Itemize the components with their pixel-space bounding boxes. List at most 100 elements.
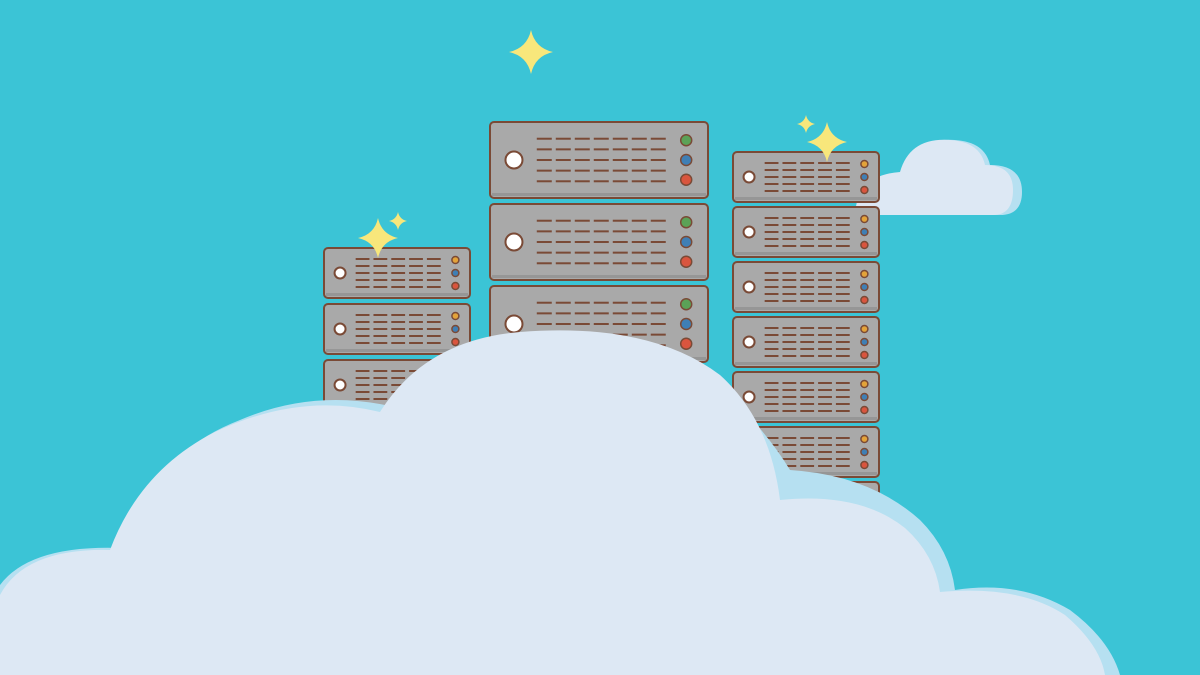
- vent-slot: [650, 333, 666, 336]
- vent-slot: [373, 265, 388, 267]
- vent-slot: [555, 323, 571, 325]
- vent-slot: [612, 262, 628, 265]
- vent-slot: [373, 391, 388, 393]
- vent-slot: [631, 241, 647, 243]
- vent-slot: [800, 279, 815, 281]
- vent-slot: [612, 148, 628, 151]
- vent-slot: [612, 230, 628, 233]
- vent-slot: [800, 238, 815, 240]
- vent-slot: [612, 333, 628, 336]
- chassis-shadow: [735, 252, 877, 255]
- vent-slot: [555, 262, 571, 265]
- status-led-icon: [860, 282, 869, 292]
- vent-slot: [835, 348, 850, 350]
- vent-slot: [574, 148, 590, 151]
- vent-slot: [631, 230, 647, 233]
- vent-slot: [574, 169, 590, 172]
- status-led-icon: [860, 434, 869, 444]
- vent-slot: [764, 245, 779, 247]
- vent-slot: [612, 312, 628, 315]
- vent-slot: [835, 465, 850, 467]
- vent-slot: [355, 377, 370, 379]
- vent-slot: [818, 238, 832, 240]
- vent-slot: [355, 272, 370, 274]
- vent-slot: [782, 293, 797, 295]
- vent-slot: [835, 169, 850, 171]
- vent-slot: [835, 231, 850, 233]
- power-button-icon: [742, 280, 756, 294]
- foreground-cloud: [0, 330, 1120, 675]
- server-unit: [732, 316, 880, 368]
- vent-slot: [409, 265, 423, 267]
- vent-slot: [391, 286, 406, 288]
- vent-slot: [355, 279, 370, 281]
- vent-slot: [764, 169, 779, 171]
- vent-slot: [391, 272, 406, 274]
- vent-slot: [818, 444, 832, 446]
- server-unit: [732, 261, 880, 313]
- vent-slot: [782, 245, 797, 247]
- vent-slot: [409, 258, 423, 260]
- chassis-shadow: [735, 197, 877, 200]
- vent-slot: [355, 258, 370, 260]
- vent-slot: [835, 396, 850, 398]
- vent-slot: [373, 370, 388, 372]
- vent-slot: [835, 382, 850, 384]
- status-led-icon: [860, 447, 869, 457]
- vent-slot: [800, 183, 815, 185]
- vent-slot: [835, 437, 850, 439]
- vent-slot: [631, 251, 647, 254]
- vent-slot: [355, 342, 370, 344]
- vent-slot: [782, 231, 797, 233]
- vent-slot: [800, 437, 815, 439]
- vent-slot: [835, 293, 850, 295]
- vent-slot: [800, 224, 815, 226]
- status-led-icon: [860, 172, 869, 182]
- vent-slot: [800, 176, 815, 178]
- vent-slot: [782, 437, 797, 439]
- vent-slot: [355, 265, 370, 267]
- vent-slot: [818, 293, 832, 295]
- vent-slot: [800, 293, 815, 295]
- vent-slot: [355, 370, 370, 372]
- vent-slot: [782, 451, 797, 453]
- vent-slot: [409, 321, 423, 323]
- vent-slot: [650, 180, 666, 183]
- chassis-shadow: [492, 193, 706, 196]
- vent-slot: [574, 251, 590, 254]
- vent-slot: [555, 301, 571, 304]
- vent-slot: [782, 327, 797, 329]
- vent-slot: [818, 169, 832, 171]
- status-led-icon: [451, 311, 460, 321]
- vent-slot: [818, 217, 832, 219]
- vent-slot: [593, 301, 609, 304]
- vent-slot: [373, 321, 388, 323]
- vent-slot: [426, 321, 441, 323]
- vent-slot: [764, 217, 779, 219]
- vent-slot: [612, 159, 628, 161]
- vent-slot: [818, 224, 832, 226]
- vent-slot: [782, 279, 797, 281]
- vent-slot: [800, 389, 815, 391]
- vent-slot: [818, 300, 832, 302]
- vent-slot: [764, 403, 779, 405]
- vent-slot: [764, 176, 779, 178]
- vent-slot: [800, 190, 815, 192]
- chassis-shadow: [326, 349, 468, 352]
- vent-slot: [631, 262, 647, 265]
- vent-slot: [391, 279, 406, 281]
- vent-slot: [835, 458, 850, 460]
- vent-slot: [650, 148, 666, 151]
- vent-slot: [782, 458, 797, 460]
- vent-slot: [650, 169, 666, 172]
- server-unit: [732, 151, 880, 203]
- vent-slot: [818, 272, 832, 274]
- chassis-shadow: [735, 362, 877, 365]
- vent-slot: [631, 180, 647, 183]
- vent-slot: [373, 342, 388, 344]
- power-button-icon: [333, 378, 347, 392]
- vent-slot: [593, 323, 609, 325]
- vent-slot: [800, 334, 815, 336]
- vent-slot: [800, 444, 815, 446]
